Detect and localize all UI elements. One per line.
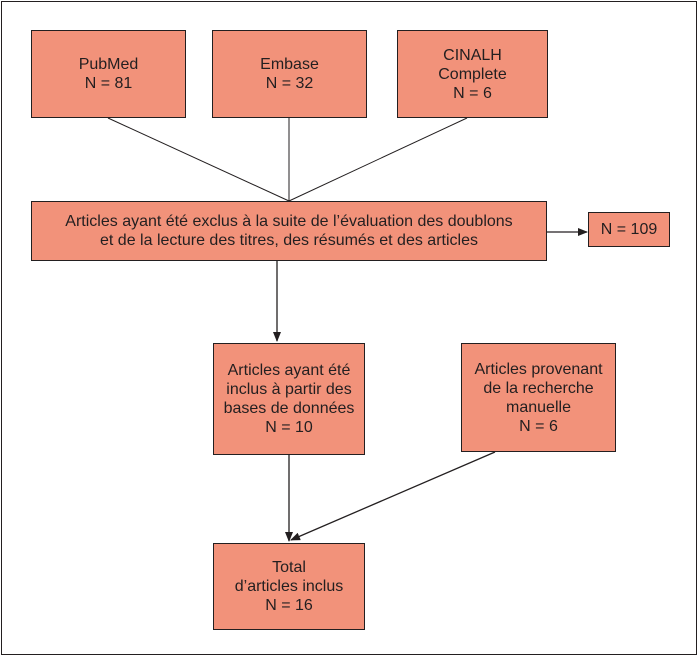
- source-count: N = 81: [84, 75, 133, 92]
- total-count: N = 16: [265, 597, 313, 614]
- included-db-count: N = 10: [265, 419, 313, 436]
- included-db-box: Articles ayant été inclus à partir des b…: [213, 343, 365, 455]
- manual-line3: manuelle: [506, 398, 571, 416]
- source-box-pubmed: PubMed N = 81: [31, 30, 186, 118]
- manual-count: N = 6: [519, 417, 558, 435]
- included-db-line2: inclus à partir des: [226, 381, 352, 398]
- source-name: Embase: [260, 56, 319, 73]
- source-box-cinahl: CINALH Complete N = 6: [397, 30, 548, 118]
- excluded-count: N = 109: [600, 221, 658, 238]
- included-db-line3: bases de données: [223, 400, 355, 417]
- total-line1: Total: [272, 559, 306, 576]
- manual-line2: de la recherche: [483, 379, 594, 397]
- manual-box: Articles provenant de la recherche manue…: [461, 343, 616, 452]
- excluded-count-box: N = 109: [588, 212, 670, 247]
- excluded-box: Articles ayant été exclus à la suite de …: [31, 201, 547, 261]
- connector-cinahl: [288, 117, 468, 202]
- source-name-line1: CINALH: [443, 46, 502, 64]
- manual-line1: Articles provenant: [474, 360, 603, 378]
- source-name-line2: Complete: [438, 65, 507, 83]
- total-line2: d’articles inclus: [234, 578, 344, 595]
- source-count: N = 6: [453, 84, 492, 102]
- total-box: Total d’articles inclus N = 16: [213, 543, 365, 630]
- excluded-line2: et de la lecture des titres, des résumés…: [100, 232, 478, 249]
- excluded-line1: Articles ayant été exclus à la suite de …: [65, 213, 513, 230]
- source-box-embase: Embase N = 32: [212, 30, 367, 118]
- arrow-manual-to-total: [290, 451, 496, 541]
- source-name: PubMed: [78, 56, 139, 73]
- connector-pubmed: [107, 117, 290, 202]
- source-count: N = 32: [265, 75, 314, 92]
- included-db-line1: Articles ayant été: [227, 362, 351, 379]
